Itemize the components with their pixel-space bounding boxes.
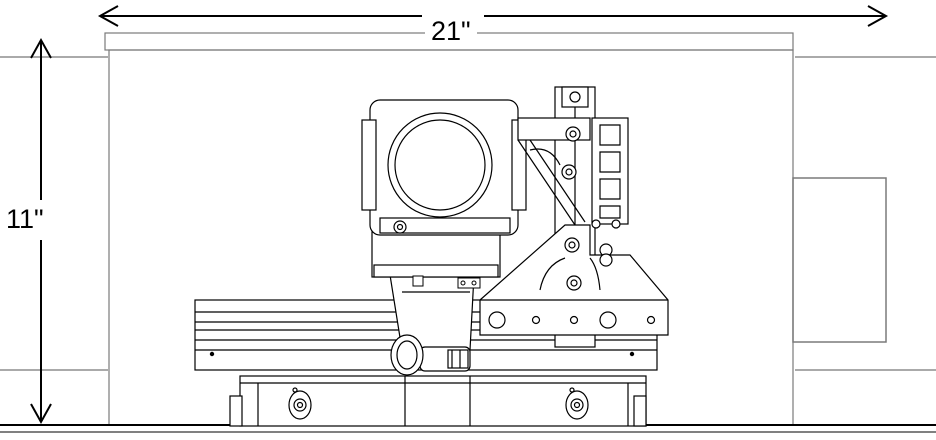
height-dimension-label: 11" xyxy=(4,204,46,234)
bracket-arm xyxy=(517,117,613,267)
mounting-bracket xyxy=(479,224,669,336)
height-dimension-arrow xyxy=(30,37,52,425)
aluminum-extrusion xyxy=(591,117,629,229)
side-panel xyxy=(792,177,887,343)
rail-clamp-handle xyxy=(390,334,471,376)
wall-reference-lines xyxy=(0,56,936,371)
right-base-knob xyxy=(565,387,589,420)
width-dimension-label: 21" xyxy=(425,16,477,46)
carriage-fasteners xyxy=(412,275,481,289)
motor-housing xyxy=(361,99,527,278)
left-base-knob xyxy=(288,387,312,420)
width-dimension-arrow xyxy=(97,5,889,27)
